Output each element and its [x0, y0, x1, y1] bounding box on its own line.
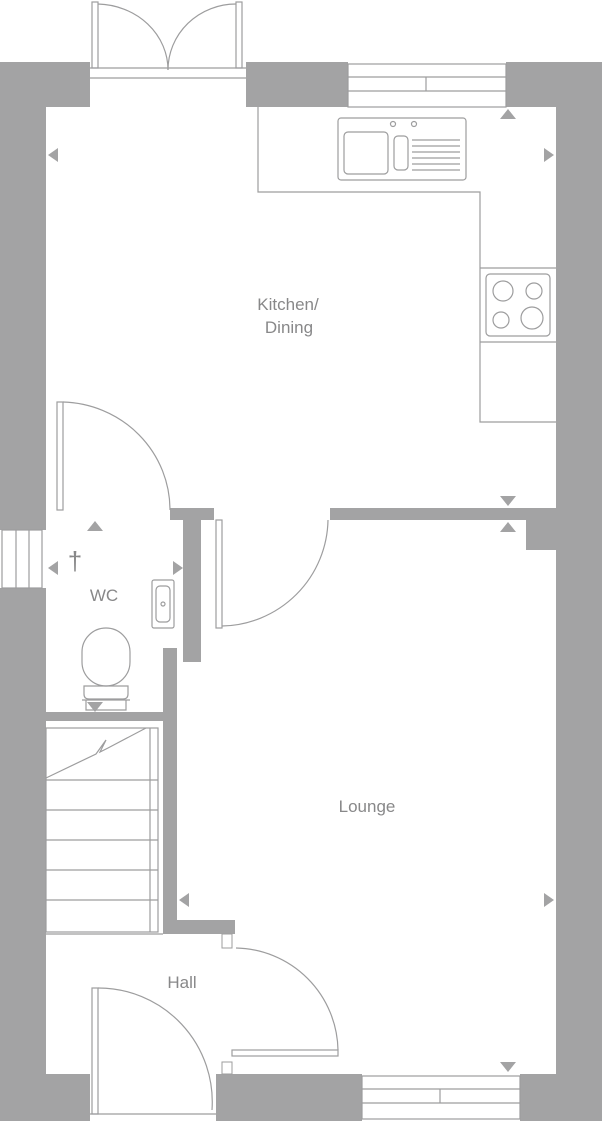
door-swing-icon-front — [90, 987, 216, 1115]
room-label-hall: Hall — [167, 973, 196, 992]
dimension-arrow-icon — [87, 702, 103, 712]
partition-kitchen-lounge — [330, 508, 526, 520]
window-icon-wc — [1, 529, 43, 589]
dimension-arrow-icon — [500, 109, 516, 119]
right-wall — [556, 62, 602, 1121]
wall-details — [221, 933, 233, 1075]
door-swing-icon-hall — [231, 947, 339, 1057]
sink-icon — [337, 117, 467, 181]
walls — [0, 62, 602, 1121]
window-icon-kitchen — [347, 63, 507, 108]
top-wall-middle — [246, 62, 348, 107]
bottom-wall-right — [520, 1074, 602, 1121]
partition-wc-east — [183, 508, 193, 662]
dimension-arrow-icon — [500, 496, 516, 506]
left-wall-lower — [0, 588, 46, 1121]
right-wall-step — [526, 508, 566, 550]
partition-wc-east-inner — [193, 520, 201, 662]
worktop-outline — [257, 107, 556, 423]
dimension-arrow-icon — [48, 148, 58, 162]
dimension-arrow-icon — [48, 561, 58, 575]
partition-lounge-corner — [163, 920, 235, 934]
dimension-arrow-icon — [87, 521, 103, 531]
room-label-kitchen-line1: Kitchen/ — [257, 295, 319, 314]
fixtures — [45, 117, 551, 933]
door-swing-icon-lounge — [215, 519, 329, 629]
hob-icon — [485, 273, 551, 337]
room-label-wc: WC — [90, 586, 118, 605]
partition-lounge-west — [163, 648, 177, 934]
dimension-arrow-icon — [544, 893, 554, 907]
basin-icon — [151, 579, 175, 629]
wall-stub-bottom — [221, 1061, 233, 1075]
room-label-lounge: Lounge — [339, 797, 396, 816]
door-swing-icon-wc — [56, 401, 171, 511]
window-icon-lounge — [361, 1075, 521, 1120]
wall-opening-stub — [221, 933, 233, 949]
toilet-icon — [81, 627, 131, 711]
dimension-arrow-icon — [173, 561, 183, 575]
windows — [1, 63, 521, 1120]
dimension-arrow-icon — [500, 1062, 516, 1072]
dimension-arrow-icon — [179, 893, 189, 907]
left-wall-upper — [0, 62, 46, 530]
door-swing-icon-french — [90, 1, 246, 79]
dimension-arrow-icon — [500, 522, 516, 532]
bottom-wall-left — [0, 1074, 90, 1121]
radiator-symbol: † — [68, 546, 82, 576]
dimension-arrow-icon — [544, 148, 554, 162]
partition-wc-south — [46, 712, 166, 721]
interior-lines — [46, 107, 556, 935]
bottom-wall-middle — [216, 1074, 362, 1121]
dimension-arrows — [48, 109, 554, 1072]
doors — [56, 1, 339, 1115]
stairs-icon — [45, 727, 159, 933]
room-label-kitchen-line2: Dining — [265, 318, 313, 337]
